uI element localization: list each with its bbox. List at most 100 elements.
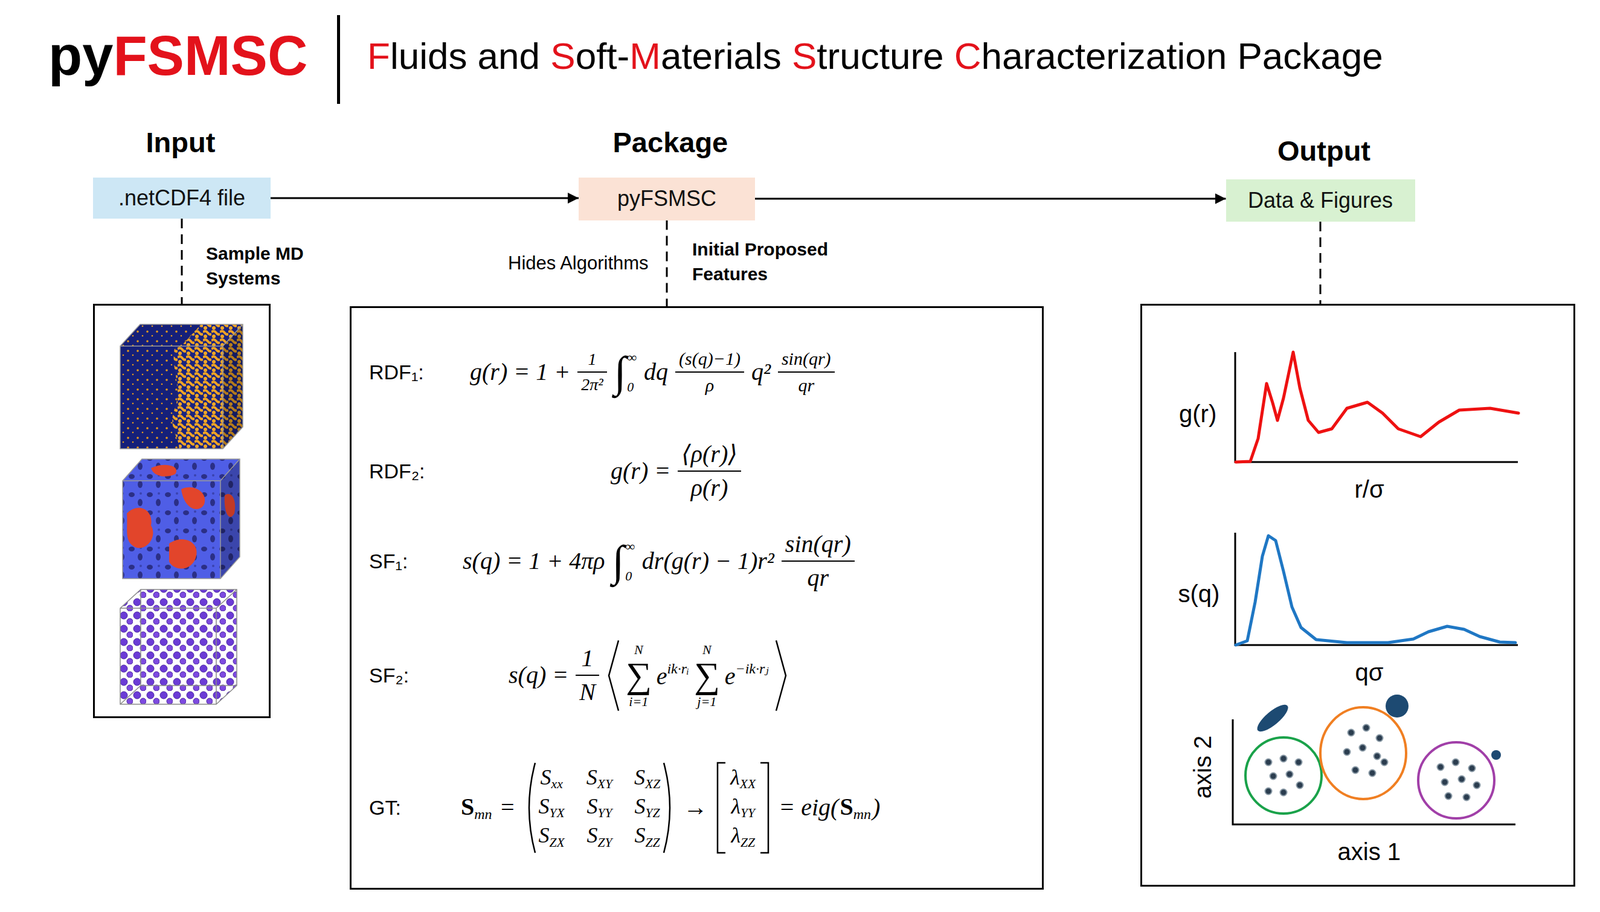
math-text: ∑ [625, 656, 652, 695]
math-text: qr [797, 375, 815, 396]
md-cube [122, 480, 221, 579]
subtitle: Fluids and Soft-Materials Structure Char… [367, 33, 1384, 79]
md-cube [181, 487, 205, 510]
package-box: pyFSMSC [578, 177, 756, 221]
math-text: RDF₁: [369, 359, 425, 385]
title: pyFSMSC [48, 24, 308, 89]
data-point [1369, 770, 1376, 777]
subscripted: SZX [538, 822, 565, 851]
math-text: S [460, 793, 475, 821]
math-text: −ik·rⱼ [735, 660, 769, 677]
cluster-ellipse [1320, 707, 1407, 800]
plain-letters: tructure [816, 35, 954, 77]
integral: ∫∞0 [611, 539, 635, 583]
denominator: 2π² [577, 371, 607, 396]
bracket [608, 640, 619, 711]
math-text: S [839, 793, 853, 821]
data-point [1376, 735, 1384, 742]
math-text: SF₁: [369, 549, 408, 574]
math-text: ∫ [614, 350, 627, 394]
math-text: = [499, 793, 516, 823]
denominator: ρ(r) [677, 470, 742, 503]
math-text: qr [806, 564, 829, 592]
md-cube [216, 589, 237, 705]
bracket [760, 762, 769, 853]
math-text: 0 [626, 379, 637, 394]
accent-letters: FSMSC [112, 24, 308, 87]
math-text: ) [872, 793, 881, 823]
data-point [1452, 759, 1460, 766]
bracket [661, 761, 676, 855]
math-text: ZZ [740, 835, 756, 850]
outlier-blob [1491, 750, 1501, 760]
math-text: S [634, 823, 646, 848]
subscripted: SXZ [634, 764, 661, 793]
subscripted: SYX [538, 793, 565, 822]
math-text: YY [740, 805, 756, 821]
md-cube [120, 346, 223, 449]
math-text: mn [474, 806, 492, 823]
math-text: ∑ [693, 656, 720, 695]
edge-label: Hides Algorithms [505, 251, 652, 275]
math-text: e [724, 662, 736, 690]
math-text: ∫ [611, 539, 624, 583]
md-cube [151, 465, 177, 477]
math-text: i=1 [628, 694, 649, 709]
data-point [1280, 789, 1288, 797]
cluster-ellipse [1245, 707, 1495, 819]
math-row: = eig(Smn) [778, 792, 881, 824]
math-text: (s(q)−1) [678, 348, 741, 369]
math-text: N [702, 642, 712, 657]
math-text: dr(g(r) − 1)r² [642, 546, 775, 576]
math-text: ∞ [626, 350, 637, 365]
subscripted: SYY [586, 793, 612, 822]
dashed-leader [1319, 221, 1322, 304]
math-row: g(r) =⟨ρ(r)⟩ρ(r) [610, 439, 742, 503]
fraction: sin(qr) qr [777, 347, 835, 397]
subscripted: SYZ [634, 793, 661, 822]
data-point [1348, 729, 1355, 737]
math-text: dq [643, 357, 669, 387]
math-text: g(r) = [610, 456, 671, 486]
plain-letters: aterials [660, 35, 792, 77]
math-text: RDF₂: [369, 459, 426, 484]
numerator: ⟨ρ(r)⟩ [677, 439, 742, 471]
outlier-blob [1385, 694, 1409, 718]
math-text: XX [739, 776, 756, 792]
math-text: N [579, 678, 596, 706]
denominator: ρ [675, 371, 745, 397]
data-point [1374, 753, 1381, 760]
cluster-ellipse [1418, 742, 1495, 819]
subscripted: SZY [586, 822, 612, 851]
box-label: pyFSMSC [617, 185, 717, 212]
math-text: SF₂: [369, 663, 409, 688]
axis-label: qσ [1355, 657, 1384, 687]
accent-letters: S [791, 35, 817, 77]
numerator: 1 [577, 349, 607, 372]
math-text: mn [853, 806, 871, 823]
plot-axes [1235, 352, 1518, 463]
bracket [663, 762, 670, 853]
matrix-cells: λXXλYYλZZ [730, 764, 756, 852]
math-text: ZY [597, 835, 612, 850]
math-text: λ [730, 794, 741, 819]
math-text: sin(qr) [781, 348, 832, 369]
fraction: (s(q)−1)ρ [675, 347, 745, 397]
data-point [1441, 779, 1449, 786]
axis-label: axis 1 [1337, 837, 1402, 867]
data-point [1437, 764, 1445, 771]
math-text: j=1 [697, 694, 717, 709]
sf-curve [1235, 535, 1516, 646]
math-text: g(r) = 1 + [469, 357, 571, 387]
data-point [1463, 794, 1471, 801]
math-row: N∑i=1eik·rᵢN∑j=1e−ik·rⱼ [625, 642, 769, 709]
data-point [1286, 771, 1294, 778]
outlier-blob [1253, 700, 1292, 736]
summation: N∑i=1 [625, 642, 652, 709]
flow-arrow [755, 198, 1227, 200]
column-heading: Input [146, 125, 216, 160]
md-cube [172, 346, 223, 449]
math-text: e [656, 662, 668, 690]
math-text: λ [730, 823, 741, 848]
math-text: s(q) = 1 + 4πρ [462, 546, 605, 576]
